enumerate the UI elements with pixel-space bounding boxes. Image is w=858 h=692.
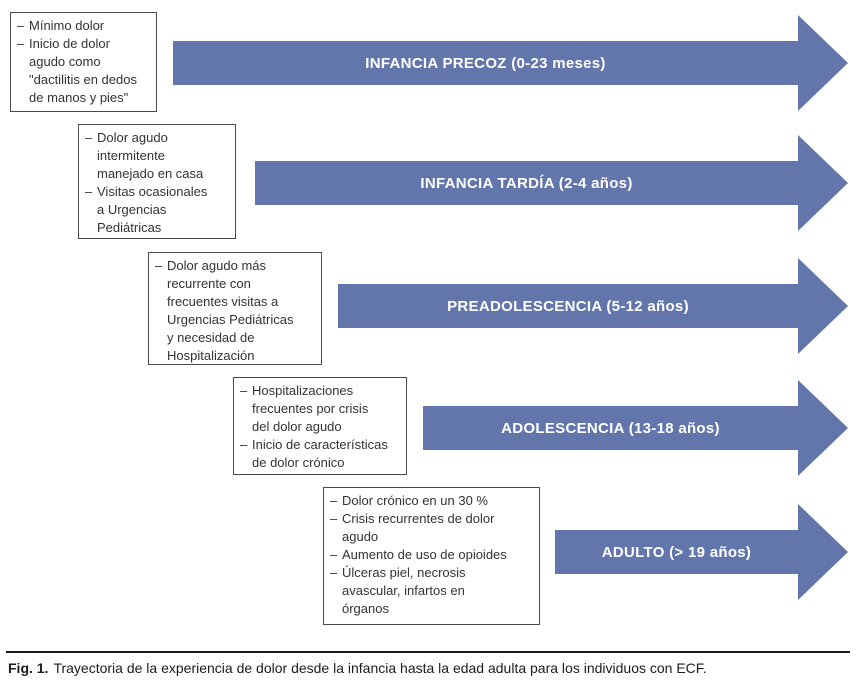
bullet-item: – Visitas ocasionales a Urgencias Pediát… <box>85 183 232 237</box>
arrow-label: INFANCIA TARDÍA (2-4 años) <box>420 174 633 192</box>
bullet-marker: – <box>330 565 338 580</box>
bullet-text: Aumento de uso de opioides <box>342 547 507 562</box>
caption-divider <box>6 651 850 653</box>
bullet-text: Dolor crónico en un 30 % <box>342 493 488 508</box>
arrow-head-icon <box>798 15 848 111</box>
bullet-marker: – <box>85 184 93 199</box>
bullet-marker: – <box>240 437 248 452</box>
stage-arrow-infancia-precoz: INFANCIA PRECOZ (0-23 meses) <box>173 15 848 111</box>
bullet-item: – Mínimo dolor <box>17 17 153 35</box>
arrow-label: ADULTO (> 19 años) <box>601 543 752 561</box>
figure-caption-text: Trayectoria de la experiencia de dolor d… <box>53 660 707 676</box>
bullet-text: Hospitalizaciones frecuentes por crisis … <box>252 383 369 434</box>
bullet-marker: – <box>85 130 93 145</box>
stage-arrow-adulto: ADULTO (> 19 años) <box>555 504 848 600</box>
bullet-text: Crisis recurrentes de dolor agudo <box>342 511 495 544</box>
bullet-item: – Crisis recurrentes de dolor agudo <box>330 510 536 546</box>
arrow-label: INFANCIA PRECOZ (0-23 meses) <box>365 54 606 72</box>
bullet-marker: – <box>330 547 338 562</box>
stage-arrow-infancia-tardia: INFANCIA TARDÍA (2-4 años) <box>255 135 848 231</box>
arrow-label: ADOLESCENCIA (13-18 años) <box>501 419 720 437</box>
bullet-marker: – <box>240 383 248 398</box>
arrow-head-icon <box>798 258 848 354</box>
bullet-marker: – <box>330 493 338 508</box>
arrow-shaft: INFANCIA TARDÍA (2-4 años) <box>255 161 798 205</box>
bullet-marker: – <box>17 18 25 33</box>
bullet-marker: – <box>155 258 163 273</box>
bullet-text: Inicio de características de dolor cróni… <box>252 437 388 470</box>
bullet-item: – Aumento de uso de opioides <box>330 546 536 564</box>
bullet-item: – Dolor agudo más recurrente con frecuen… <box>155 257 318 365</box>
bullet-marker: – <box>330 511 338 526</box>
arrow-label: PREADOLESCENCIA (5-12 años) <box>447 297 689 315</box>
stage-notes-box-preadolescencia: – Dolor agudo más recurrente con frecuen… <box>148 252 322 365</box>
arrow-head-icon <box>798 504 848 600</box>
stage-notes-box-adolescencia: – Hospitalizaciones frecuentes por crisi… <box>233 377 407 475</box>
bullet-item: – Dolor agudo intermitente manejado en c… <box>85 129 232 183</box>
bullet-text: Dolor agudo más recurrente con frecuente… <box>167 258 294 363</box>
bullet-marker: – <box>17 36 25 51</box>
bullet-item: – Inicio de características de dolor cró… <box>240 436 403 472</box>
bullet-text: Inicio de dolor agudo como "dactilitis e… <box>29 36 137 105</box>
arrow-shaft: INFANCIA PRECOZ (0-23 meses) <box>173 41 798 85</box>
stage-notes-box-adulto: – Dolor crónico en un 30 % – Crisis recu… <box>323 487 540 625</box>
bullet-item: – Inicio de dolor agudo como "dactilitis… <box>17 35 153 107</box>
bullet-item: – Úlceras piel, necrosis avascular, infa… <box>330 564 536 618</box>
stage-arrow-adolescencia: ADOLESCENCIA (13-18 años) <box>423 380 848 476</box>
arrow-shaft: ADULTO (> 19 años) <box>555 530 798 574</box>
stage-arrow-preadolescencia: PREADOLESCENCIA (5-12 años) <box>338 258 848 354</box>
arrow-shaft: PREADOLESCENCIA (5-12 años) <box>338 284 798 328</box>
bullet-item: – Hospitalizaciones frecuentes por crisi… <box>240 382 403 436</box>
arrow-shaft: ADOLESCENCIA (13-18 años) <box>423 406 798 450</box>
arrow-head-icon <box>798 380 848 476</box>
bullet-text: Visitas ocasionales a Urgencias Pediátri… <box>97 184 208 235</box>
stage-notes-box-infancia-precoz: – Mínimo dolor – Inicio de dolor agudo c… <box>10 12 157 112</box>
stage-notes-box-infancia-tardia: – Dolor agudo intermitente manejado en c… <box>78 124 236 239</box>
bullet-text: Dolor agudo intermitente manejado en cas… <box>97 130 204 181</box>
bullet-item: – Dolor crónico en un 30 % <box>330 492 536 510</box>
figure-caption-label: Fig. 1. <box>8 660 49 676</box>
arrow-head-icon <box>798 135 848 231</box>
figure-caption: Fig. 1.Trayectoria de la experiencia de … <box>8 660 850 676</box>
bullet-text: Úlceras piel, necrosis avascular, infart… <box>342 565 466 616</box>
bullet-text: Mínimo dolor <box>29 18 105 33</box>
